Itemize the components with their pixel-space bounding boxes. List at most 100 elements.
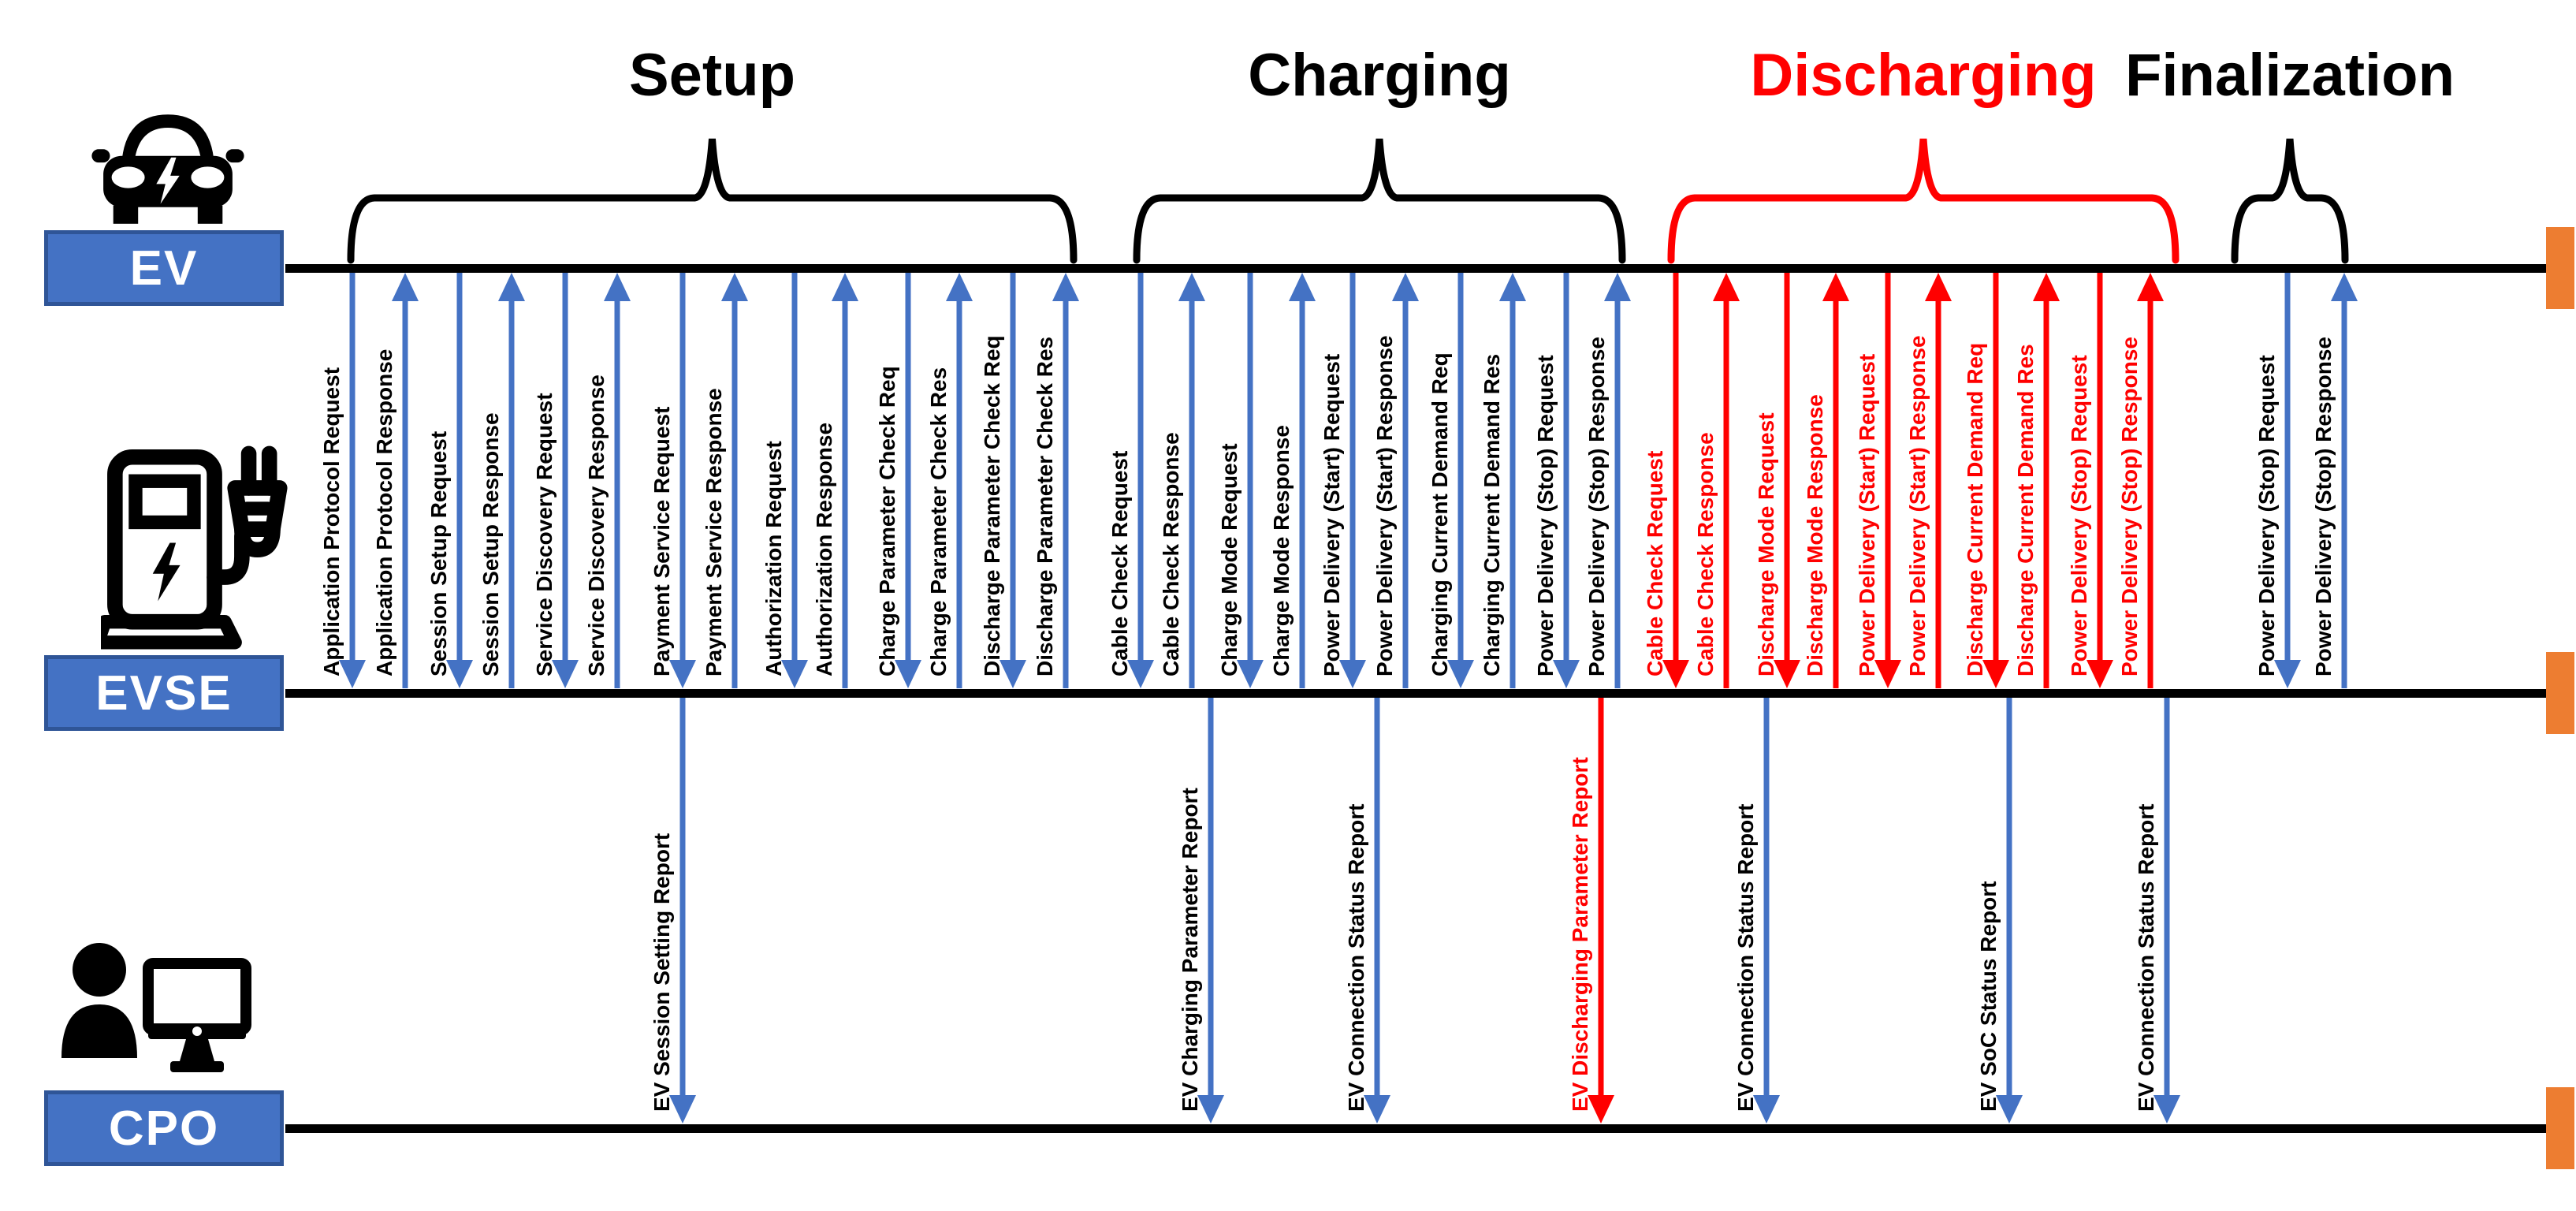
message-label: Discharge Parameter Check Res xyxy=(1033,336,1057,676)
message-arrow xyxy=(1925,273,1952,688)
message-arrow xyxy=(1339,273,1366,688)
message-arrow xyxy=(1753,698,1780,1123)
message-arrow xyxy=(2033,273,2060,688)
message-arrow xyxy=(2137,273,2164,688)
message-label: Charge Mode Request xyxy=(1217,443,1241,676)
message-label: Authorization Request xyxy=(761,441,786,676)
message-arrow xyxy=(498,273,525,688)
message-arrow xyxy=(2331,273,2358,688)
phase-brace xyxy=(1667,138,2180,264)
message-arrow xyxy=(1000,273,1026,688)
message-arrow xyxy=(1662,273,1689,688)
message-label: Cable Check Response xyxy=(1693,432,1718,676)
ev-car-icon xyxy=(91,114,244,224)
message-label: EV Session Setting Report xyxy=(650,833,674,1112)
message-arrow xyxy=(2274,273,2301,688)
message-arrow xyxy=(832,273,858,688)
message-arrow xyxy=(895,273,921,688)
message-arrow xyxy=(1822,273,1849,688)
message-label: Session Setup Request xyxy=(426,430,451,676)
message-label: Service Discovery Request xyxy=(532,393,557,676)
message-arrow xyxy=(552,273,579,688)
phase-brace xyxy=(1133,138,1626,264)
message-arrow xyxy=(669,273,696,688)
message-label: Power Delivery (Stop) Response xyxy=(2311,336,2336,676)
charging-station-icon xyxy=(101,445,288,650)
message-label: Discharge Parameter Check Req xyxy=(980,335,1004,676)
message-label: Authorization Response xyxy=(812,422,836,676)
message-arrow xyxy=(1996,698,2023,1123)
actor-box-ev: EV xyxy=(44,230,284,306)
phase-title: Discharging xyxy=(1750,42,2097,109)
phase-brace xyxy=(347,138,1078,264)
message-arrow xyxy=(669,698,696,1123)
cpo-lifeline-endbar xyxy=(2546,1087,2574,1169)
phase-title: Charging xyxy=(1248,42,1511,109)
message-arrow xyxy=(721,273,748,688)
message-arrow xyxy=(392,273,419,688)
message-label: Cable Check Request xyxy=(1107,450,1132,676)
actor-label-ev: EV xyxy=(129,240,199,296)
actor-box-cpo: CPO xyxy=(44,1090,284,1166)
evse-lifeline xyxy=(285,689,2548,698)
message-label: EV Charging Parameter Report xyxy=(1178,788,1202,1112)
message-label: Discharge Mode Response xyxy=(1803,394,1827,676)
message-label: Discharge Current Demand Res xyxy=(2013,344,2038,676)
message-label: EV Connection Status Report xyxy=(2134,803,2158,1112)
message-arrow xyxy=(339,273,366,688)
message-arrow xyxy=(1289,273,1316,688)
cpo-lifeline xyxy=(285,1124,2548,1133)
message-label: Payment Service Request xyxy=(650,406,674,676)
message-label: Discharge Mode Request xyxy=(1754,412,1778,676)
message-label: Application Protocol Request xyxy=(319,367,344,676)
message-label: Charge Parameter Check Res xyxy=(926,367,951,676)
message-label: Payment Service Response xyxy=(702,388,726,676)
message-arrow xyxy=(1774,273,1800,688)
message-label: Power Delivery (Start) Request xyxy=(1320,353,1344,676)
actor-label-evse: EVSE xyxy=(95,665,233,721)
message-label: EV SoC Status Report xyxy=(1976,881,2001,1112)
phase-title: Finalization xyxy=(2125,42,2455,109)
message-arrow xyxy=(946,273,973,688)
message-arrow xyxy=(1499,273,1526,688)
message-arrow xyxy=(2153,698,2180,1123)
message-label: Service Discovery Response xyxy=(584,374,609,676)
message-arrow xyxy=(2086,273,2113,688)
message-label: EV Discharging Parameter Report xyxy=(1568,757,1592,1112)
message-arrow xyxy=(1874,273,1901,688)
message-arrow xyxy=(1713,273,1740,688)
message-arrow xyxy=(1392,273,1419,688)
message-label: Charge Mode Response xyxy=(1269,425,1294,676)
message-arrow xyxy=(1588,698,1614,1123)
message-arrow xyxy=(1553,273,1580,688)
message-arrow xyxy=(1982,273,2009,688)
message-label: Application Protocol Response xyxy=(372,348,396,676)
message-label: Power Delivery (Stop) Request xyxy=(2067,355,2091,676)
operator-workstation-icon xyxy=(61,943,251,1072)
message-label: Charging Current Demand Req xyxy=(1428,352,1452,676)
message-arrow xyxy=(781,273,808,688)
message-label: EV Connection Status Report xyxy=(1733,803,1758,1112)
message-label: Session Setup Response xyxy=(478,412,503,676)
phase-title: Setup xyxy=(628,42,796,109)
message-label: Power Delivery (Stop) Request xyxy=(1533,355,1558,676)
actor-box-evse: EVSE xyxy=(44,655,284,731)
message-label: Power Delivery (Stop) Response xyxy=(2117,336,2142,676)
phase-brace xyxy=(2231,138,2349,264)
message-label: Power Delivery (Start) Request xyxy=(1855,353,1879,676)
message-arrow xyxy=(1447,273,1474,688)
message-arrow xyxy=(1127,273,1154,688)
braces-layer xyxy=(347,138,2349,264)
message-label: Power Delivery (Stop) Request xyxy=(2254,355,2279,676)
message-label: Power Delivery (Start) Response xyxy=(1905,335,1930,676)
message-label: Cable Check Request xyxy=(1643,450,1667,676)
message-label: Charging Current Demand Res xyxy=(1480,353,1504,676)
message-arrow xyxy=(1197,698,1224,1123)
message-label: Power Delivery (Start) Response xyxy=(1372,335,1397,676)
message-label: Cable Check Response xyxy=(1159,432,1183,676)
message-label: Charge Parameter Check Req xyxy=(875,366,899,676)
actor-label-cpo: CPO xyxy=(108,1101,220,1156)
evse-lifeline-endbar xyxy=(2546,652,2574,734)
